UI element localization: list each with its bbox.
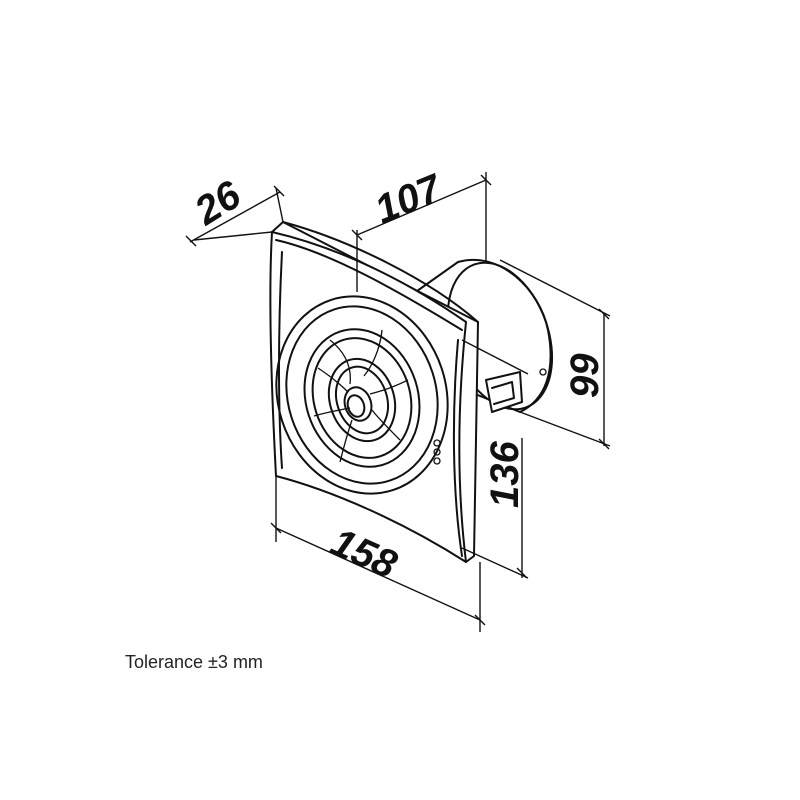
- dim-136-label: 136: [483, 441, 527, 508]
- dimension-136: 136: [461, 339, 529, 579]
- dimension-26: 26: [185, 172, 285, 247]
- tolerance-note: Tolerance ±3 mm: [125, 652, 263, 672]
- indicator-lights: [433, 439, 441, 465]
- dim-158-label: 158: [324, 520, 404, 588]
- dimension-99: 99: [499, 259, 611, 450]
- front-panel: [269, 221, 479, 563]
- grille: [275, 295, 449, 495]
- dim-26-label: 26: [187, 172, 250, 234]
- dim-99-label: 99: [563, 353, 607, 398]
- dim-107-label: 107: [369, 166, 449, 232]
